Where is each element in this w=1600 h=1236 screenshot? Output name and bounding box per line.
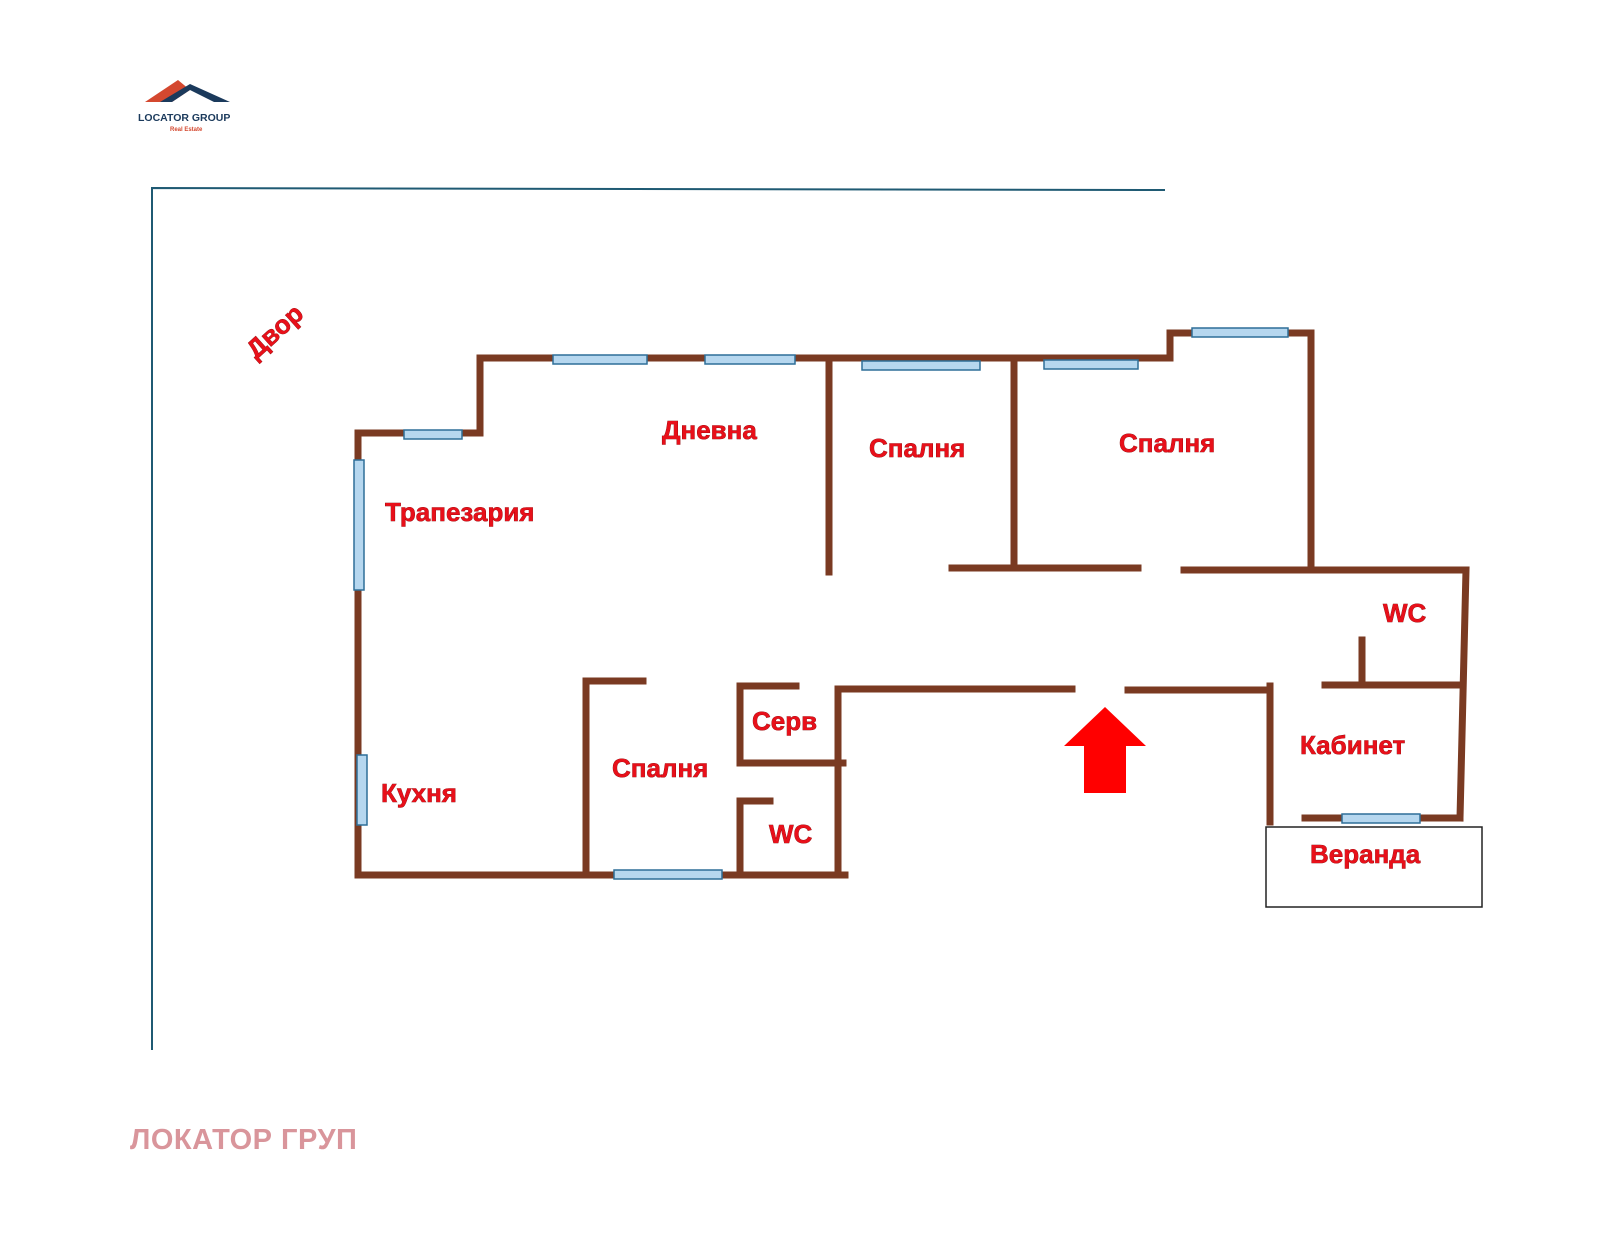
room-label-veranda: Веранда <box>1310 839 1421 869</box>
window-living-2 <box>704 354 796 365</box>
bedroom-3-west-wall <box>582 677 647 879</box>
window-living-1 <box>552 354 648 365</box>
window-bedroom-1 <box>861 360 981 371</box>
room-label-bedroom-1: Спалня <box>869 433 965 463</box>
room-label-bedroom-2: Спалня <box>1119 428 1215 458</box>
logo-peak-right <box>160 84 230 102</box>
footer-brand-text: ЛОКАТОР ГРУП <box>130 1124 358 1156</box>
window-bedroom-2-north <box>1191 327 1289 338</box>
room-label-bedroom-3: Спалня <box>612 753 708 783</box>
room-label-kitchen: Кухня <box>381 778 457 808</box>
window-office <box>1341 813 1421 824</box>
exterior-wall-east <box>1180 566 1470 822</box>
window-dining-north <box>403 429 463 440</box>
windows <box>353 327 1421 880</box>
yard-label: Двор <box>240 298 309 364</box>
window-dining-west <box>353 459 365 591</box>
room-label-living: Дневна <box>662 415 757 445</box>
room-label-office: Кабинет <box>1300 730 1406 760</box>
serv-room-walls <box>736 682 847 767</box>
logo-name: LOCATOR GROUP <box>138 112 230 124</box>
window-bedroom-3 <box>613 869 723 880</box>
room-label-serv: Серв <box>752 706 817 736</box>
corridor-wall-west <box>834 685 1076 879</box>
window-bedroom-2 <box>1043 359 1139 370</box>
room-label-wc-1: WC <box>1383 598 1427 628</box>
room-label-wc-2: WC <box>769 819 813 849</box>
arrow-up-icon <box>1064 707 1146 793</box>
room-label-dining: Трапезария <box>385 497 534 527</box>
window-kitchen <box>356 754 368 826</box>
veranda-outline <box>1265 826 1483 908</box>
locator-group-logo: LOCATOR GROUP Real Estate <box>138 80 230 133</box>
walls <box>354 329 1470 879</box>
logo-tagline: Real Estate <box>170 127 203 133</box>
wc-2-west-wall <box>736 797 774 879</box>
yard-boundary <box>151 186 1166 1050</box>
